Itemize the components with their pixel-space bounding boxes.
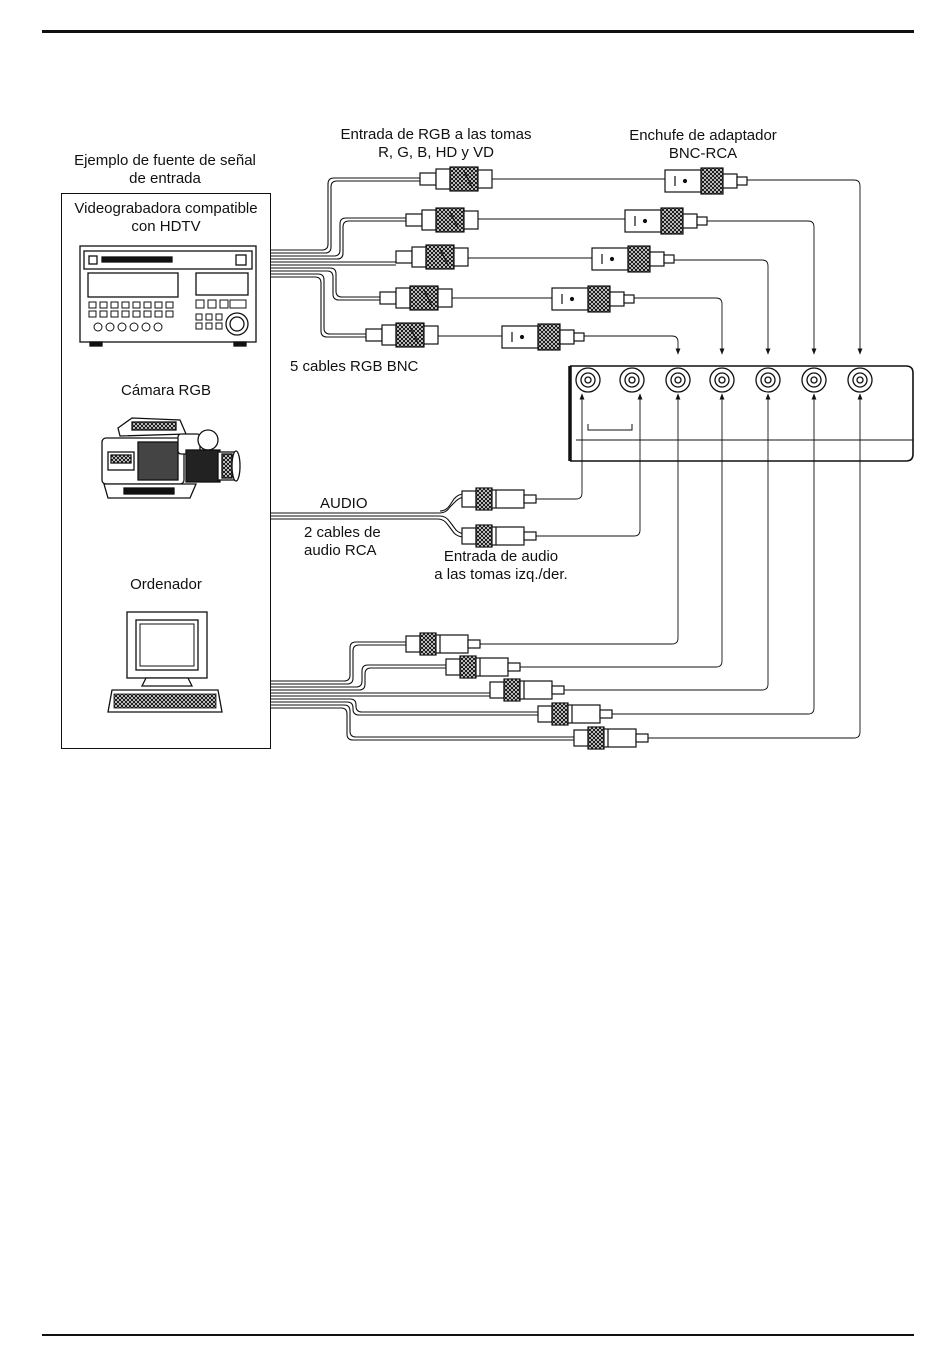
audio-input-line-1: Entrada de audio <box>408 548 594 566</box>
computer-icon <box>108 612 222 712</box>
audio-cables-line-2: audio RCA <box>304 542 381 560</box>
computer-label: Ordenador <box>61 576 271 594</box>
vcr-line-2: con HDTV <box>61 218 271 236</box>
camera-label: Cámara RGB <box>61 382 271 400</box>
rgb-input-label: Entrada de RGB a las tomas R, G, B, HD y… <box>318 126 554 162</box>
source-example-line-2: de entrada <box>60 170 270 188</box>
input-panel <box>570 366 913 461</box>
camera-icon <box>102 418 240 498</box>
rca-plug-icon <box>462 488 536 547</box>
source-example-line-1: Ejemplo de fuente de señal <box>60 152 270 170</box>
audio-input-label: Entrada de audio a las tomas izq./der. <box>408 548 594 584</box>
adapter-line-2: BNC-RCA <box>610 145 796 163</box>
audio-label: AUDIO <box>320 495 368 513</box>
rgb-input-line-2: R, G, B, HD y VD <box>318 144 554 162</box>
adapter-line-1: Enchufe de adaptador <box>610 127 796 145</box>
vcr-line-1: Videograbadora compatible <box>61 200 271 218</box>
vcr-icon <box>80 246 256 346</box>
source-example-label: Ejemplo de fuente de señal de entrada <box>60 152 270 188</box>
audio-cables-line-1: 2 cables de <box>304 524 381 542</box>
vcr-label: Videograbadora compatible con HDTV <box>61 200 271 236</box>
rgb-input-line-1: Entrada de RGB a las tomas <box>318 126 554 144</box>
bnc-cables-label: 5 cables RGB BNC <box>290 358 418 376</box>
bnc-plug-icon <box>366 167 492 347</box>
adapter-plug-icon <box>502 168 747 350</box>
rca-plug-icon <box>406 633 648 749</box>
adapter-label: Enchufe de adaptador BNC-RCA <box>610 127 796 163</box>
audio-cables-label: 2 cables de audio RCA <box>304 524 381 560</box>
audio-input-line-2: a las tomas izq./der. <box>408 566 594 584</box>
